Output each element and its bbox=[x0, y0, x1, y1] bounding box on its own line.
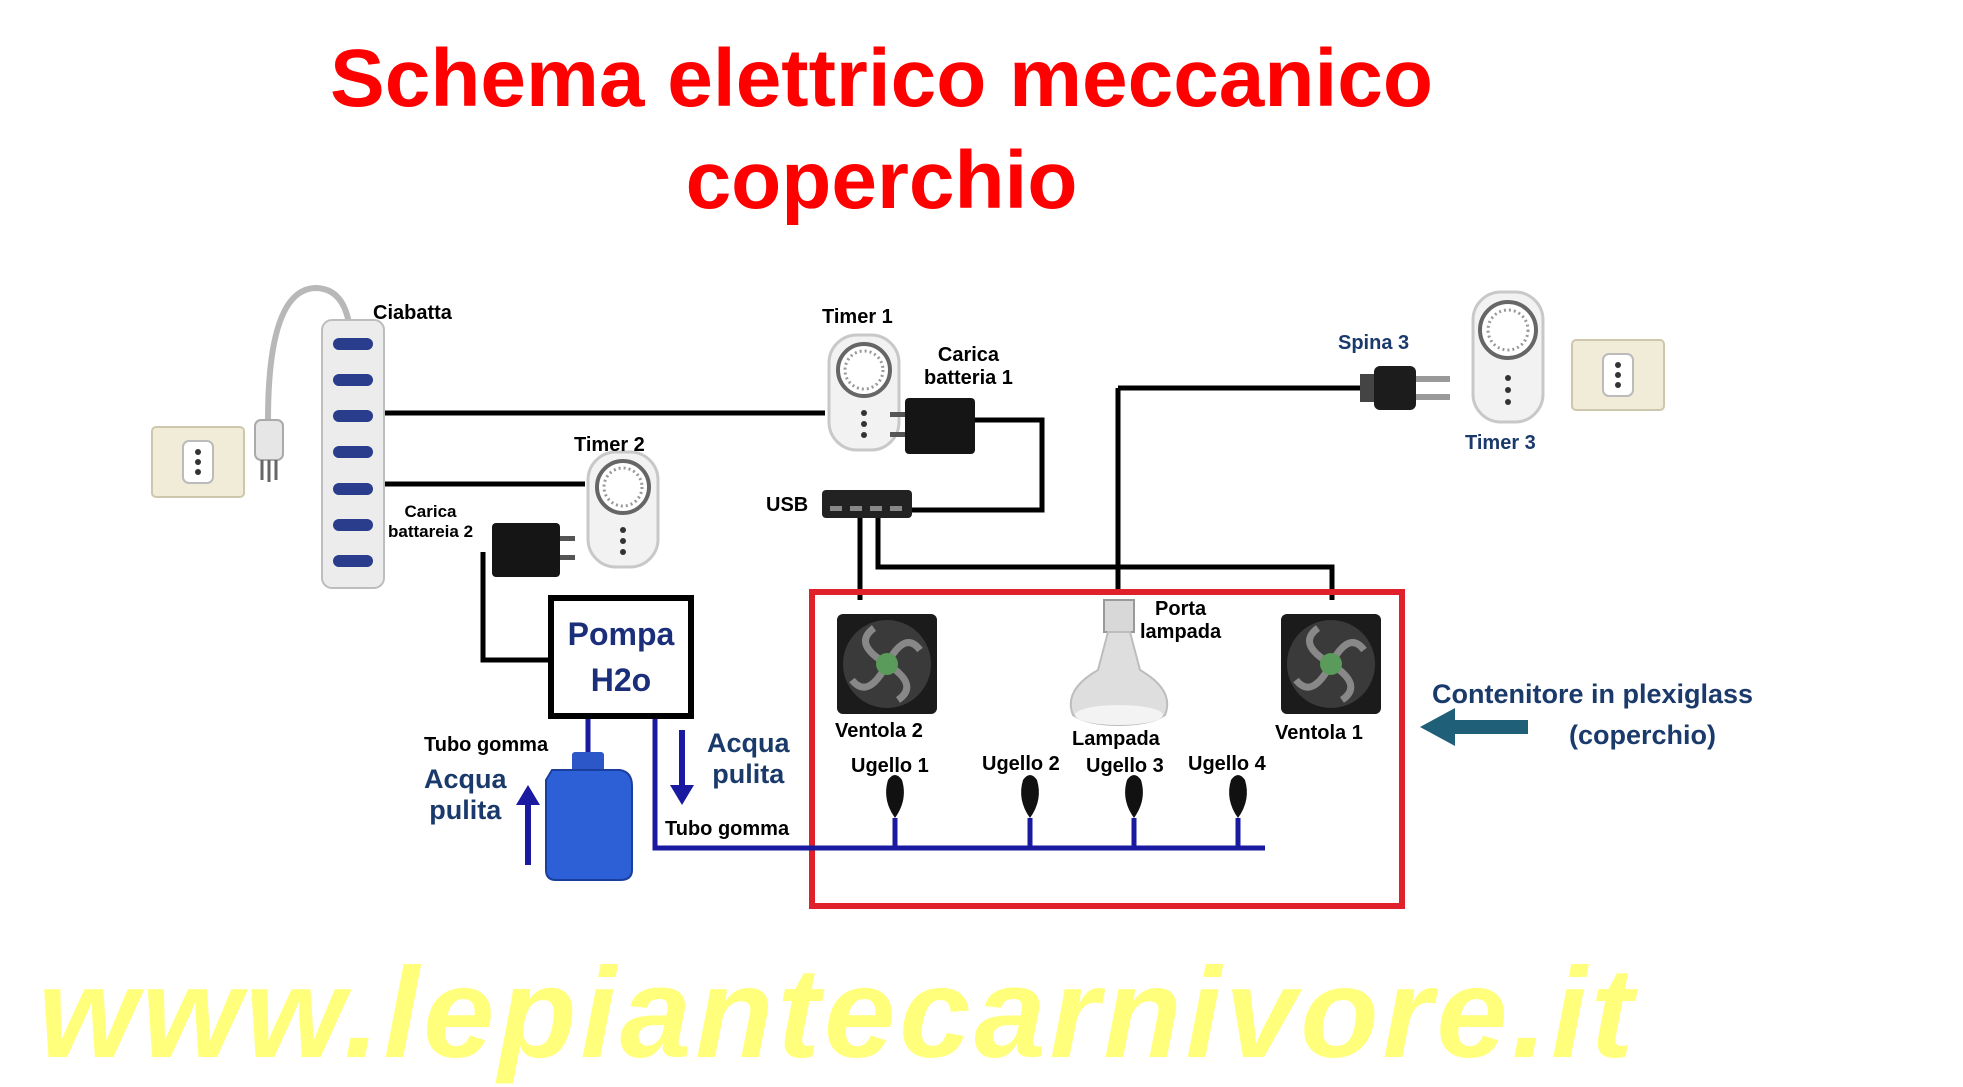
wall-socket-right-icon bbox=[1571, 339, 1665, 411]
label-tubo-gomma-bottom: Tubo gomma bbox=[665, 818, 790, 840]
label-ugello2: Ugello 2 bbox=[982, 753, 1060, 775]
label-ugello3: Ugello 3 bbox=[1086, 755, 1164, 777]
nozzle3-spray-icon bbox=[1125, 775, 1143, 818]
wire-usb-fan1 bbox=[875, 515, 1335, 600]
nozzle2-spray-icon bbox=[1021, 775, 1039, 818]
label-timer3: Timer 3 bbox=[1465, 432, 1536, 454]
timer1-icon bbox=[827, 333, 901, 452]
plexiglass-container bbox=[809, 589, 1405, 909]
water-pipes bbox=[585, 717, 1265, 851]
pipe-pump-container bbox=[652, 717, 812, 851]
charger2-icon bbox=[492, 523, 575, 577]
label-ciabatta: Ciabatta bbox=[373, 302, 452, 324]
label-ugello4: Ugello 4 bbox=[1188, 753, 1266, 775]
nozzle-sprays bbox=[886, 775, 1247, 818]
wire-charger2-pump bbox=[480, 552, 548, 663]
lamp-icon bbox=[1069, 599, 1169, 727]
website-watermark: www.lepiantecarnivore.it bbox=[38, 942, 1638, 1085]
label-spina3: Spina 3 bbox=[1338, 332, 1410, 354]
nozzle4-spray-icon bbox=[1229, 775, 1247, 818]
wall-socket-left-icon bbox=[151, 426, 245, 498]
label-ugello1: Ugello 1 bbox=[851, 755, 929, 777]
flow-arrows bbox=[516, 730, 694, 865]
fan2-icon bbox=[837, 614, 937, 714]
charger1-icon bbox=[890, 398, 975, 454]
nozzle1-spray-icon bbox=[886, 775, 904, 818]
label-ventola1: Ventola 1 bbox=[1275, 722, 1363, 744]
label-contenitore: Contenitore in plexiglass(coperchio) bbox=[1432, 679, 1754, 750]
label-usb: USB bbox=[766, 494, 809, 516]
label-ventola2: Ventola 2 bbox=[835, 720, 923, 742]
label-tubo-gomma-top: Tubo gomma bbox=[424, 734, 549, 756]
wires bbox=[370, 385, 1370, 663]
power-strip-icon bbox=[254, 284, 385, 589]
wire-charger1-usb bbox=[895, 417, 1045, 513]
label-lampada: Lampada bbox=[1072, 728, 1160, 750]
diagram-title-line2: coperchio bbox=[685, 135, 1078, 226]
label-timer2: Timer 2 bbox=[574, 434, 645, 456]
label-timer1: Timer 1 bbox=[822, 306, 893, 328]
timer2-icon bbox=[586, 450, 660, 569]
left-arrow-icon bbox=[1420, 708, 1528, 746]
fan1-icon bbox=[1281, 614, 1381, 714]
diagram-title-line1: Schema elettrico meccanico bbox=[330, 33, 1433, 124]
timer3-icon bbox=[1471, 290, 1545, 424]
water-tank-icon bbox=[545, 752, 633, 881]
plug-icon bbox=[1360, 366, 1450, 410]
usb-hub-icon bbox=[822, 490, 912, 518]
